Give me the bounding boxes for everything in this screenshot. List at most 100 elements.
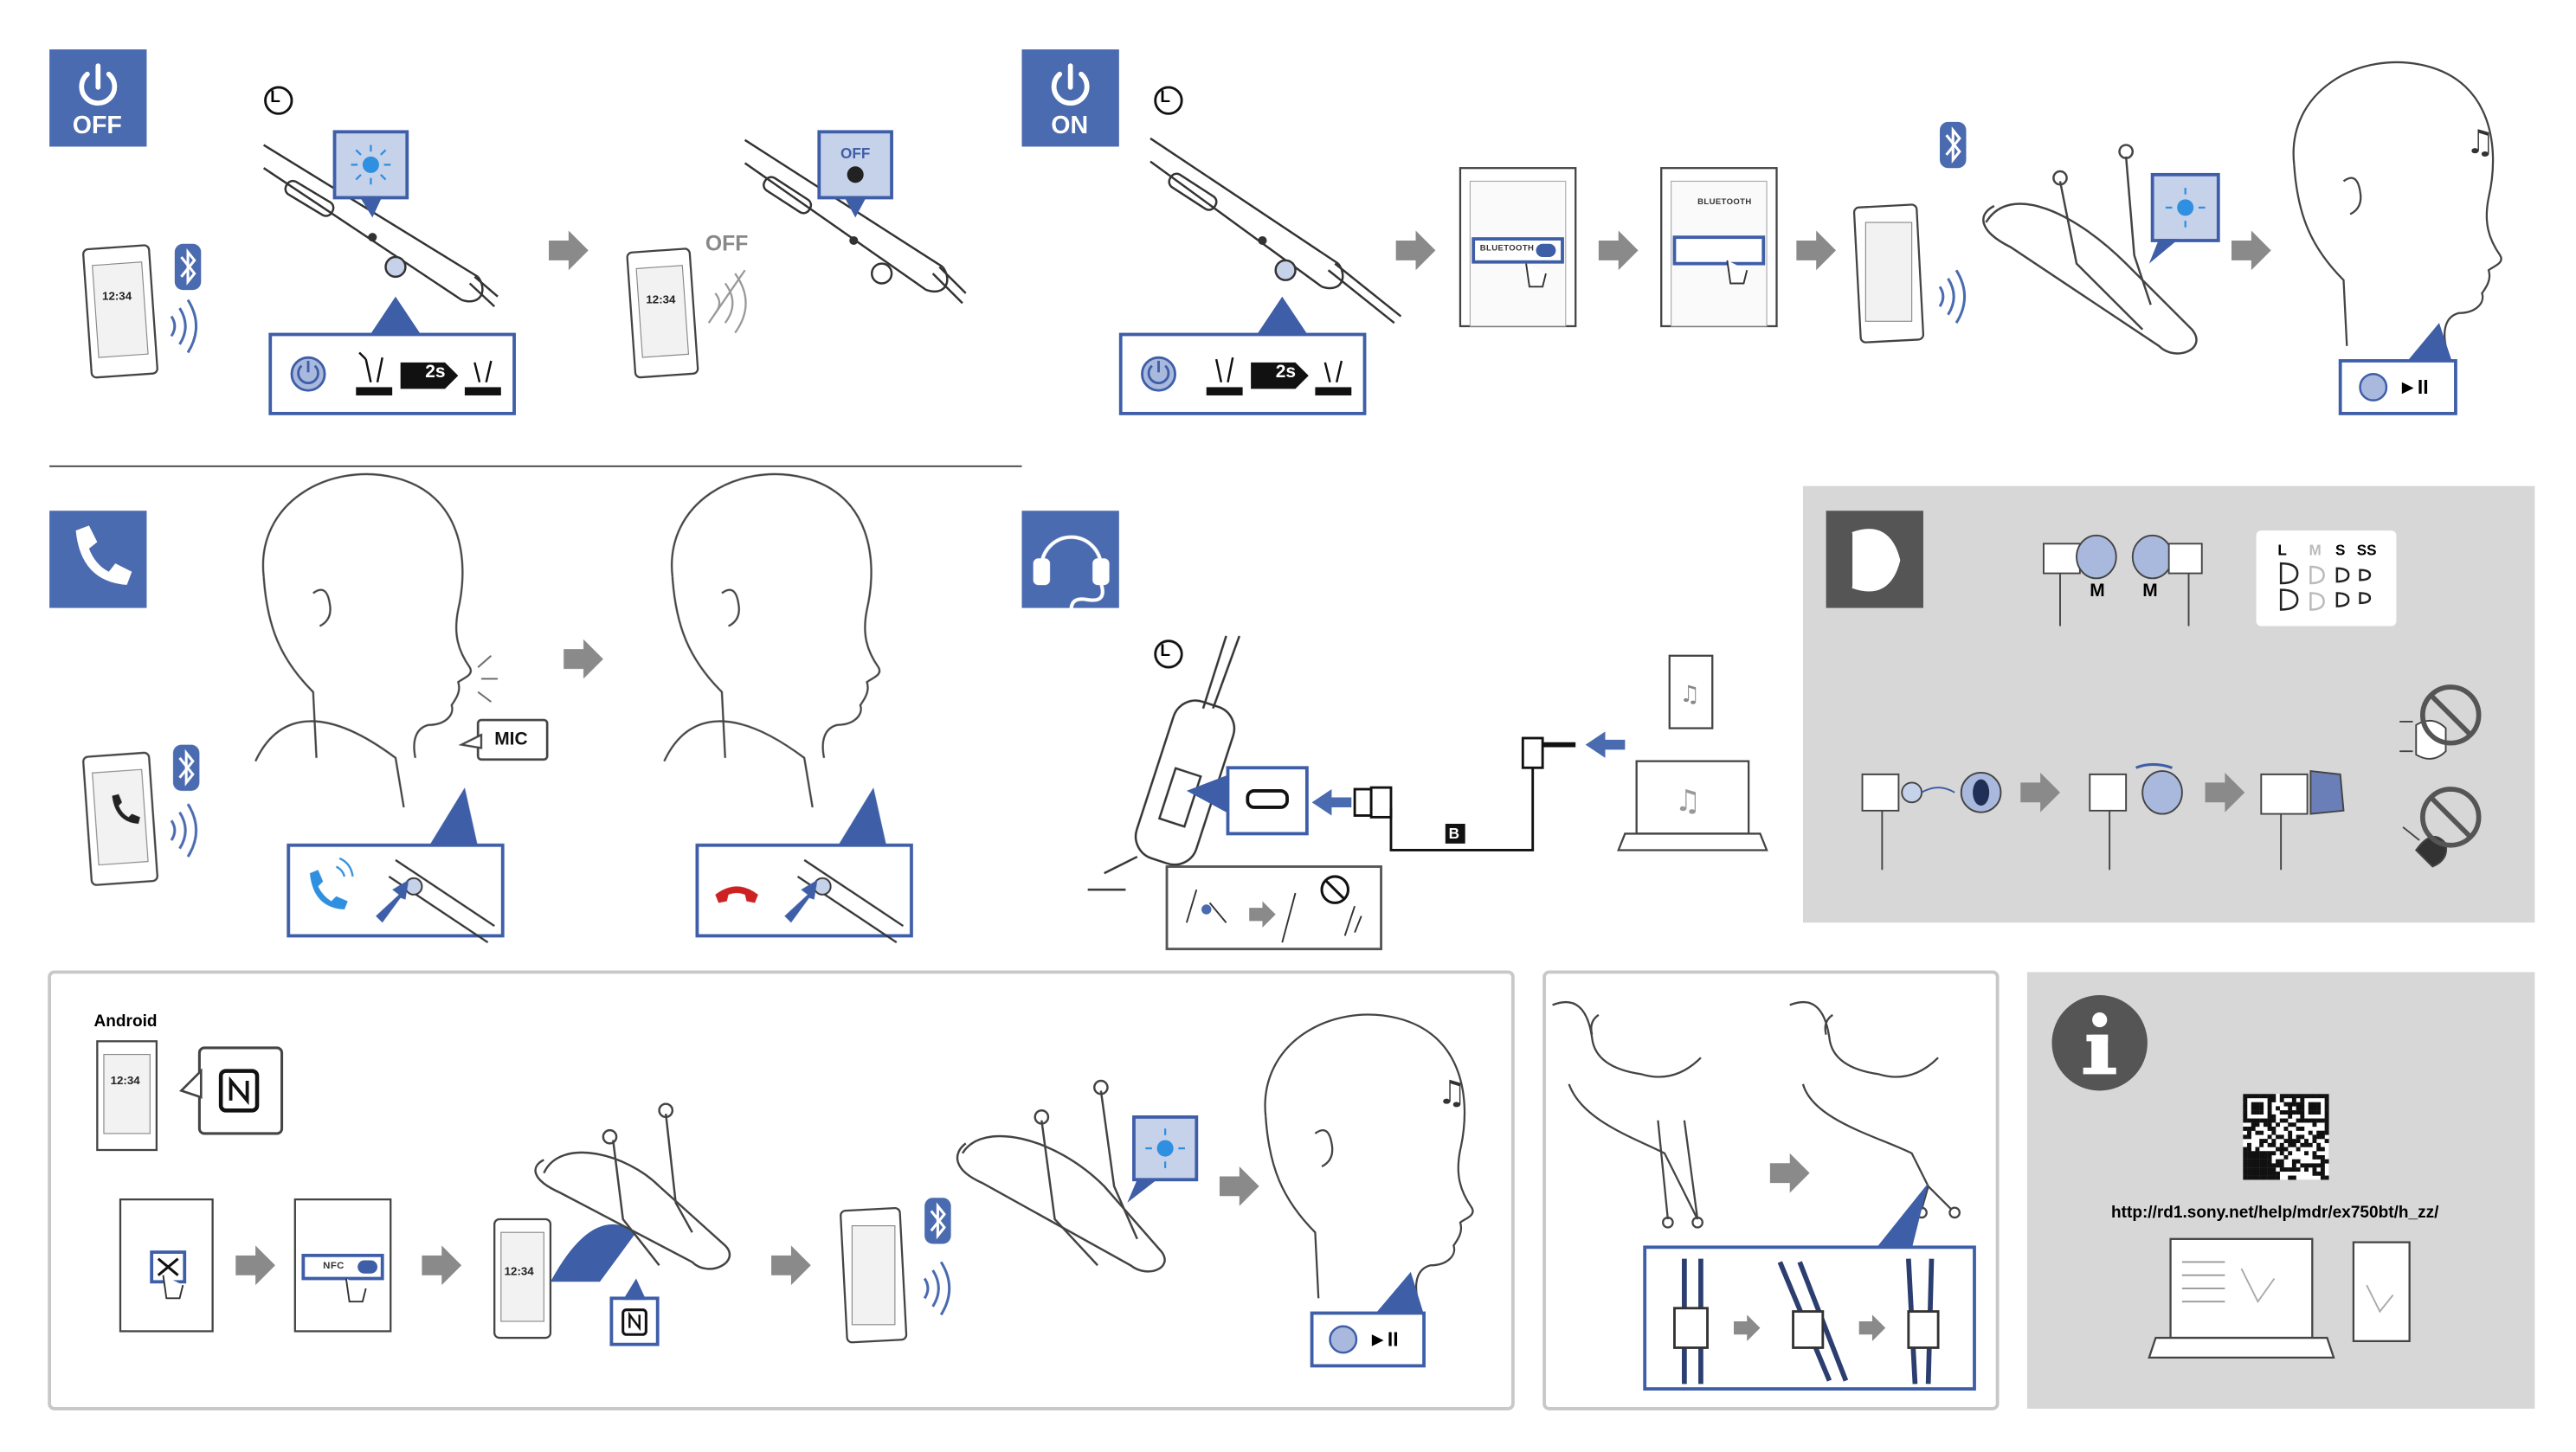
press-hold-callout-on <box>1118 296 1367 415</box>
nfc-touch-phone-time: 12:34 <box>504 1267 534 1279</box>
wrong-orientation-2 <box>2402 787 2482 868</box>
led-callout <box>332 130 409 218</box>
nfc-section: ♫ <box>48 970 1515 1410</box>
help-url: http://rd1.sony.net/help/mdr/ex750bt/h_z… <box>2111 1204 2439 1223</box>
led-callout-on <box>2148 172 2220 264</box>
nfc-neckband-2 <box>956 1079 1166 1273</box>
power-icon <box>79 63 118 106</box>
svg-text:♫: ♫ <box>1674 784 1701 819</box>
nfc-neckband <box>534 1102 731 1270</box>
cable-clip-section <box>1542 970 2000 1410</box>
answer-callout <box>287 787 505 944</box>
size-m: M <box>2309 542 2322 559</box>
clip-detail-steps <box>1673 1258 1940 1385</box>
size-s: S <box>2334 542 2346 559</box>
insert-arrow <box>1311 789 1352 816</box>
usb-cable <box>1353 736 1576 851</box>
wired-section: ♫ ♫ <box>1021 511 1768 951</box>
nfc-touch-phone <box>493 1217 636 1340</box>
hangup-callout <box>695 787 913 944</box>
status-off-callout <box>817 130 893 218</box>
headphones-cable-icon <box>1033 535 1110 610</box>
hang-up-icon <box>715 886 758 903</box>
help-laptop <box>2148 1237 2335 1359</box>
cable-caution-box <box>1165 865 1382 951</box>
left-side-marker <box>264 86 293 115</box>
size-ss: SS <box>2356 542 2377 559</box>
hold-duration-off: 2s <box>425 362 446 382</box>
nfc-settings-screen-2 <box>293 1198 392 1333</box>
size-l: L <box>2277 542 2287 559</box>
phone-handset-icon <box>75 525 132 585</box>
neckband-headset <box>1982 144 2198 355</box>
nfc-phone <box>96 1040 158 1152</box>
fitted-size-right: M <box>2142 581 2158 601</box>
cable-label: B <box>1448 825 1459 842</box>
power-off-label: OFF <box>72 112 122 140</box>
left-marker-text-on: L <box>1160 88 1171 107</box>
settings-bluetooth-title: BLUETOOTH <box>1697 197 1752 208</box>
plug-arrow <box>1585 731 1626 758</box>
neckband-remote-off <box>744 138 967 305</box>
speech-lines <box>477 655 499 703</box>
phone-time-off: 12:34 <box>646 294 676 307</box>
callout-off-text: OFF <box>840 145 871 162</box>
nfc-mark-callout <box>178 1046 284 1135</box>
call-section <box>49 472 913 944</box>
neckband-remote-on <box>1150 137 1402 324</box>
phone-time: 12:34 <box>102 292 132 304</box>
press-hold-callout <box>268 296 516 415</box>
eartips-section <box>1802 485 2535 923</box>
phone-illustration <box>82 244 158 379</box>
left-marker-text: L <box>270 88 280 107</box>
info-section <box>2026 972 2535 1409</box>
nfc-icon <box>229 1076 249 1106</box>
nfc-settings-screen-1 <box>119 1198 214 1333</box>
settings-screen-1 <box>1459 167 1577 328</box>
nfc-panel <box>48 970 1515 1410</box>
laptop: ♫ <box>1617 760 1768 851</box>
neckband-vertical <box>1087 635 1240 891</box>
nfc-playback-callout <box>1310 1271 1426 1368</box>
left-marker-text-wired: L <box>1160 642 1171 661</box>
clip-figure-2 <box>1789 1000 1961 1219</box>
android-label: Android <box>93 1012 158 1031</box>
cable-label-box <box>1445 824 1465 844</box>
nfc-playback-glyph: ►II <box>1368 1327 1399 1352</box>
music-notes-icon-nfc: ♫ <box>1437 1074 1466 1112</box>
power-on-section: ♫ <box>1021 49 2502 415</box>
svg-text:♫: ♫ <box>1437 1074 1466 1112</box>
eartip-replace-steps <box>1861 762 2345 871</box>
power-on-label: ON <box>1051 112 1089 140</box>
status-off-text: OFF <box>705 230 749 256</box>
power-off-section <box>49 49 967 415</box>
power-icon-on <box>1051 63 1090 106</box>
nfc-phone-time: 12:34 <box>110 1076 140 1088</box>
nfc-settings-item: NFC <box>323 1262 345 1272</box>
left-side-marker-on <box>1154 86 1183 115</box>
mic-callout <box>458 718 549 761</box>
music-notes-icon: ♫ <box>2465 123 2495 161</box>
svg-text:♫: ♫ <box>2465 123 2495 161</box>
playback-callout <box>2338 323 2457 415</box>
music-player: ♫ <box>1668 654 1714 729</box>
settings-bluetooth-item: BLUETOOTH <box>1479 243 1535 254</box>
phone-off-illustration <box>626 247 747 379</box>
answer-call-icon <box>309 870 348 910</box>
neckband-remote <box>262 144 499 308</box>
left-side-marker-wired <box>1154 639 1183 669</box>
eartip-sizes-drawn <box>2279 562 2372 611</box>
clip-figure-1 <box>1552 1000 1703 1229</box>
wrong-orientation-1 <box>2399 684 2482 760</box>
qr-code <box>2243 1094 2329 1180</box>
fitted-earbuds <box>2043 534 2203 626</box>
help-phone <box>2352 1241 2411 1342</box>
settings-screen-2 <box>1660 167 1778 328</box>
nfc-phone-paired <box>840 1206 908 1344</box>
phone-paired <box>1852 203 1925 344</box>
mic-label: MIC <box>494 729 528 750</box>
svg-text:♫: ♫ <box>1679 681 1700 708</box>
playback-glyph: ►II <box>2398 376 2429 399</box>
call-tile <box>49 511 147 608</box>
phone-call-illustration <box>82 751 158 886</box>
